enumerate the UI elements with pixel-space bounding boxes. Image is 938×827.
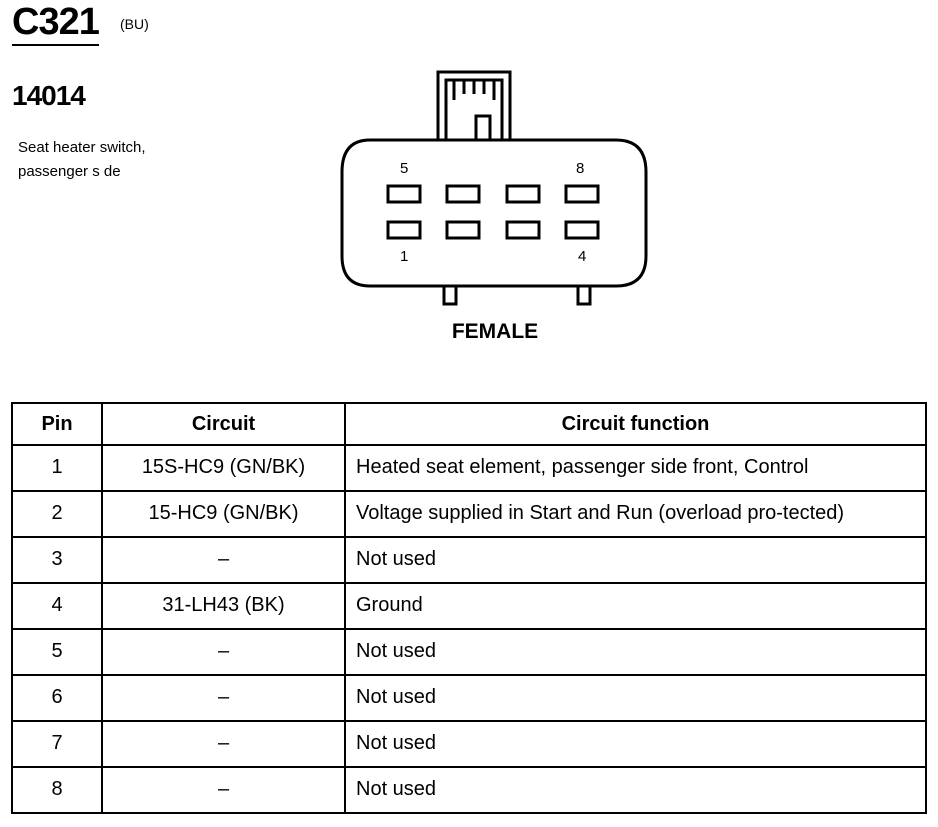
pin-cavity [445,184,481,204]
table-row: 4 31-LH43 (BK) Ground [11,582,927,630]
pin-cavity [505,184,541,204]
pin-cell: 4 [11,582,103,630]
connector-face-diagram: 5 8 1 4 [330,60,660,360]
pin-cavity [386,220,422,240]
pin-cavity [564,184,600,204]
pin-cell: 7 [11,720,103,768]
connector-outline [340,70,648,306]
function-cell: Not used [344,674,927,722]
pin-table: Pin Circuit Circuit function 1 15S-HC9 (… [11,402,927,814]
pin-cell: 3 [11,536,103,584]
function-cell: Not used [344,766,927,814]
function-cell: Not used [344,720,927,768]
pin-cell: 5 [11,628,103,676]
table-header-row: Pin Circuit Circuit function [11,402,927,446]
pin-label-8: 8 [576,160,585,177]
description-line: Seat heater switch, [18,139,146,156]
component-description: Seat heater switch, passenger s de [18,136,218,184]
pin-cavity [386,184,422,204]
function-cell: Voltage supplied in Start and Run (overl… [344,490,927,538]
function-cell: Not used [344,536,927,584]
circuit-cell: – [101,766,346,814]
pin-cell: 6 [11,674,103,722]
column-header-function: Circuit function [344,402,927,446]
table-row: 1 15S-HC9 (GN/BK) Heated seat element, p… [11,444,927,492]
circuit-cell: – [101,536,346,584]
pin-label-1: 1 [400,248,409,265]
table-row: 5 – Not used [11,628,927,676]
circuit-cell: 15S-HC9 (GN/BK) [101,444,346,492]
table-row: 3 – Not used [11,536,927,584]
function-cell: Not used [344,628,927,676]
table-row: 8 – Not used [11,766,927,814]
table-row: 7 – Not used [11,720,927,768]
pin-cell: 1 [11,444,103,492]
pin-cavity [505,220,541,240]
function-cell: Ground [344,582,927,630]
function-cell: Heated seat element, passenger side fron… [344,444,927,492]
table-row: 2 15-HC9 (GN/BK) Voltage supplied in Sta… [11,490,927,538]
pin-label-5: 5 [400,160,409,177]
connector-gender: FEMALE [451,320,539,343]
circuit-cell: – [101,628,346,676]
circuit-cell: – [101,720,346,768]
circuit-cell: 15-HC9 (GN/BK) [101,490,346,538]
pin-cavity [445,220,481,240]
pin-cavity [564,220,600,240]
table-row: 6 – Not used [11,674,927,722]
pin-cell: 8 [11,766,103,814]
description-line: passenger s de [18,163,121,180]
circuit-cell: 31-LH43 (BK) [101,582,346,630]
pin-cell: 2 [11,490,103,538]
column-header-circuit: Circuit [101,402,346,446]
column-header-pin: Pin [11,402,103,446]
connector-id: C321 [12,2,100,46]
pin-label-4: 4 [578,248,587,265]
part-number: 14014 [12,80,86,111]
circuit-cell: – [101,674,346,722]
color-code: (BU) [120,16,149,32]
